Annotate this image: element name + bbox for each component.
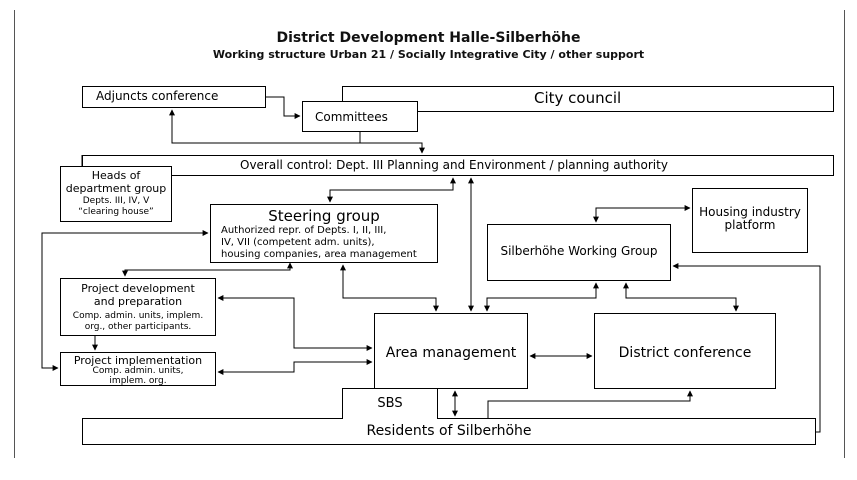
working-group-box xyxy=(487,224,671,281)
heads-label-line3: Depts. III, IV, V xyxy=(82,196,150,206)
arrow-projdev-area xyxy=(217,295,373,351)
arrow-wg-district xyxy=(623,282,739,312)
committees-label: Committees xyxy=(315,110,388,124)
steering-group-line2: IV, VII (competent adm. units), xyxy=(221,237,375,248)
project-development-line4: org., other participants. xyxy=(84,322,192,332)
housing-platform-line1: Housing industry xyxy=(699,205,801,219)
arrow-wg-area xyxy=(484,282,599,312)
arrow-overall-steering xyxy=(327,177,456,203)
sbs-box xyxy=(342,388,438,419)
diagram-subtitle: Working structure Urban 21 / Socially In… xyxy=(212,48,645,61)
steering-group-title: Steering group xyxy=(268,207,380,225)
area-management-box xyxy=(374,313,528,389)
housing-platform-line2: platform xyxy=(724,218,776,232)
arrow-adjuncts-committees xyxy=(266,96,301,119)
city-council-box xyxy=(342,86,834,112)
arrow-steering-impl xyxy=(41,230,209,371)
housing-industry-platform-box xyxy=(692,188,808,253)
project-implementation-line3: implem. org. xyxy=(109,376,167,386)
district-conference-box xyxy=(594,313,776,389)
project-implementation-line1: Project implementation xyxy=(73,354,203,367)
sbs-label: SBS xyxy=(377,396,403,411)
arrow-residents-district xyxy=(487,390,693,418)
arrow-residents-wg xyxy=(672,263,821,433)
arrow-impl-area xyxy=(217,359,373,375)
heads-label-line4: “clearing house” xyxy=(78,207,154,217)
steering-group-box xyxy=(210,204,438,263)
project-development-line2: and preparation xyxy=(93,295,183,308)
overall-control-label: Overall control: Dept. III Planning and … xyxy=(240,158,668,172)
project-development-line3: Comp. admin. units, implem. xyxy=(72,311,204,321)
area-management-label: Area management xyxy=(385,345,517,361)
adjuncts-conference-label: Adjuncts conference xyxy=(96,89,219,103)
arrow-steering-area xyxy=(340,264,439,312)
project-implementation-line2: Comp. admin. units, xyxy=(92,366,184,376)
residents-label: Residents of Silberhöhe xyxy=(366,423,532,439)
adjuncts-conference-box xyxy=(82,86,266,108)
steering-group-line1: Authorized repr. of Depts. I, II, III, xyxy=(221,225,387,236)
frame-left-rule xyxy=(14,10,15,458)
heads-label-line1: Heads of xyxy=(91,169,141,182)
district-conference-label: District conference xyxy=(618,345,752,361)
frame-right-rule xyxy=(844,10,845,458)
steering-group-line3: housing companies, area management xyxy=(221,249,417,260)
arrow-steering-projdev xyxy=(122,262,293,277)
heads-label-line2: department group xyxy=(65,182,167,195)
project-development-line1: Project development xyxy=(81,282,195,295)
arrow-wg-platform xyxy=(593,205,691,223)
arrow-adjuncts-overall xyxy=(169,109,425,154)
residents-box xyxy=(82,418,816,445)
working-group-label: Silberhöhe Working Group xyxy=(500,244,658,258)
city-council-label: City council xyxy=(534,89,622,107)
diagram-title: District Development Halle-Silberhöhe xyxy=(276,30,581,46)
heads-of-department-box xyxy=(60,166,172,222)
